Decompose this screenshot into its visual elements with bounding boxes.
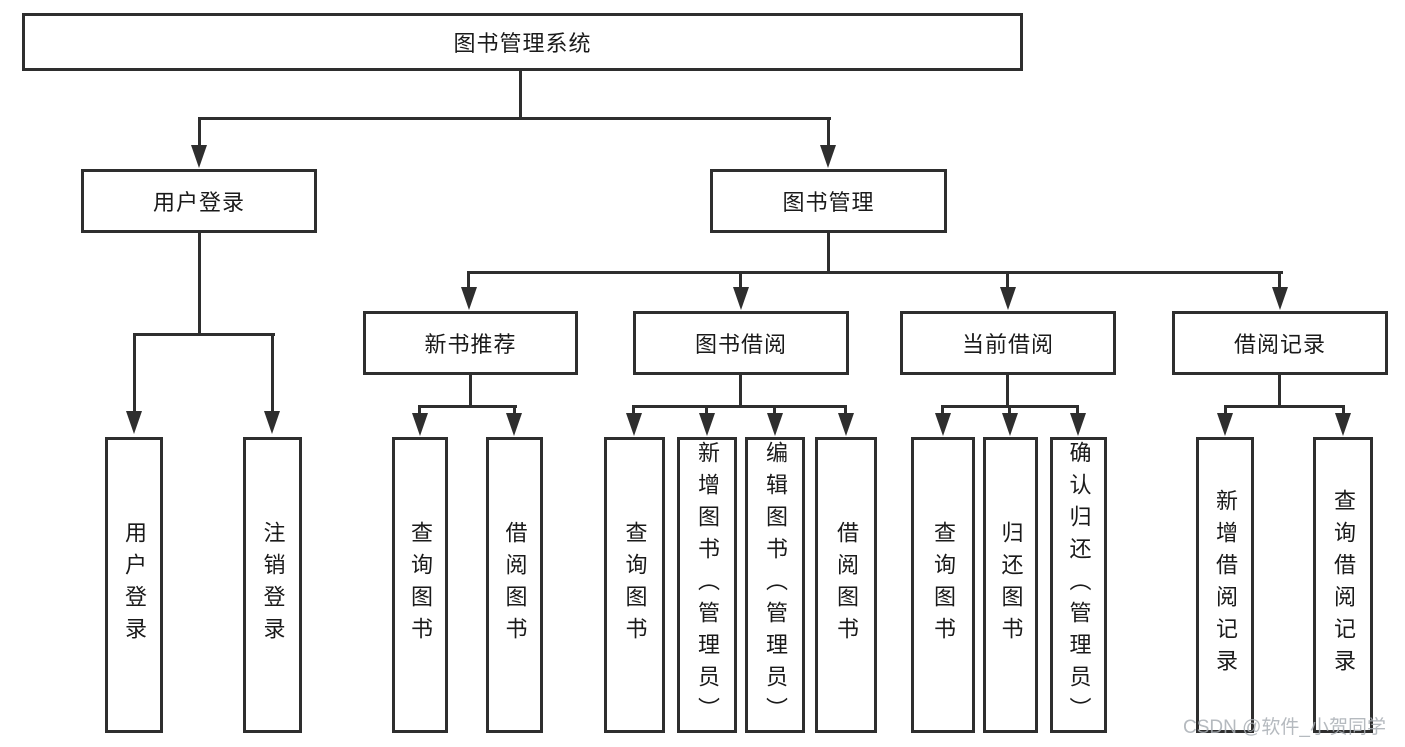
node-new-book-recommendation: 新书推荐: [363, 311, 578, 375]
connector-line: [941, 405, 944, 415]
csdn-watermark: CSDN @软件_小贺同学: [1183, 717, 1386, 738]
connector-line: [1278, 271, 1281, 287]
node-borrow-books: 借阅图书: [815, 437, 877, 733]
connector-line: [1006, 375, 1009, 407]
connector-line: [133, 333, 136, 411]
connector-line: [468, 271, 1283, 274]
node-user-login-leaf: 用户登录: [105, 437, 163, 733]
connector-line: [844, 405, 847, 415]
connector-line: [133, 333, 275, 336]
arrow-down-icon: [820, 145, 836, 168]
node-label: 用户登录: [122, 521, 147, 649]
arrow-down-icon: [461, 287, 477, 310]
node-query-books-current: 查询图书: [911, 437, 975, 733]
node-confirm-return-admin: 确认归还（管理员）: [1050, 437, 1107, 733]
node-label: 用户登录: [152, 190, 245, 215]
arrow-down-icon: [1217, 413, 1233, 436]
connector-line: [418, 405, 517, 408]
arrow-down-icon: [699, 413, 715, 436]
connector-line: [632, 405, 635, 415]
connector-line: [705, 405, 708, 415]
connector-line: [467, 271, 470, 287]
node-query-books-recommend: 查询图书: [392, 437, 448, 733]
connector-line: [1224, 405, 1227, 415]
connector-line: [1076, 405, 1079, 415]
node-book-management: 图书管理: [710, 169, 947, 233]
arrow-down-icon: [767, 413, 783, 436]
connector-line: [1224, 405, 1345, 408]
node-return-book: 归还图书: [983, 437, 1038, 733]
arrow-down-icon: [1000, 287, 1016, 310]
node-label: 注销登录: [260, 521, 286, 649]
arrow-down-icon: [126, 411, 142, 434]
node-user-login: 用户登录: [81, 169, 317, 233]
node-label: 查询图书: [408, 521, 433, 649]
node-label: 借阅图书: [834, 521, 859, 649]
node-book-management-system: 图书管理系统: [22, 13, 1023, 71]
node-add-book-admin: 新增图书（管理员）: [677, 437, 737, 733]
node-label: 图书管理: [782, 190, 875, 215]
connector-line: [198, 117, 201, 147]
connector-line: [1008, 405, 1011, 415]
node-query-borrow-record: 查询借阅记录: [1313, 437, 1373, 733]
connector-line: [739, 271, 742, 287]
arrow-down-icon: [626, 413, 642, 436]
connector-line: [1278, 375, 1281, 407]
connector-line: [773, 405, 776, 415]
node-book-borrowing: 图书借阅: [633, 311, 849, 375]
arrow-down-icon: [264, 411, 280, 434]
connector-line: [198, 233, 201, 335]
node-label: 新增图书（管理员）: [695, 441, 720, 729]
arrow-down-icon: [1002, 413, 1018, 436]
node-label: 当前借阅: [961, 332, 1054, 357]
connector-line: [513, 405, 516, 415]
connector-line: [271, 333, 274, 411]
node-label: 查询图书: [622, 521, 648, 649]
arrow-down-icon: [1335, 413, 1351, 436]
node-borrow-books-recommend: 借阅图书: [486, 437, 543, 733]
connector-line: [519, 71, 522, 119]
connector-line: [739, 375, 742, 407]
node-label: 新增借阅记录: [1213, 489, 1238, 681]
connector-line: [827, 117, 830, 147]
arrow-down-icon: [935, 413, 951, 436]
node-edit-book-admin: 编辑图书（管理员）: [745, 437, 805, 733]
connector-line: [418, 405, 421, 415]
connector-line: [469, 375, 472, 407]
node-add-borrow-record: 新增借阅记录: [1196, 437, 1254, 733]
connector-line: [1342, 405, 1345, 415]
node-label: 图书管理系统: [453, 31, 592, 56]
connector-line: [827, 233, 830, 273]
node-current-borrowing: 当前借阅: [900, 311, 1116, 375]
node-logout: 注销登录: [243, 437, 302, 733]
node-label: 借阅图书: [502, 521, 528, 649]
arrow-down-icon: [191, 145, 207, 168]
node-label: 新书推荐: [424, 332, 517, 357]
node-label: 编辑图书（管理员）: [763, 441, 788, 729]
node-label: 归还图书: [998, 521, 1024, 649]
connector-line: [632, 405, 847, 408]
node-label: 借阅记录: [1233, 332, 1326, 357]
arrow-down-icon: [838, 413, 854, 436]
node-query-books-borrowing: 查询图书: [604, 437, 665, 733]
node-label: 查询图书: [931, 521, 956, 649]
arrow-down-icon: [733, 287, 749, 310]
node-borrowing-records: 借阅记录: [1172, 311, 1388, 375]
node-label: 查询借阅记录: [1331, 489, 1356, 681]
node-label: 确认归还（管理员）: [1066, 441, 1092, 729]
arrow-down-icon: [1070, 413, 1086, 436]
arrow-down-icon: [412, 413, 428, 436]
connector-line: [1006, 271, 1009, 287]
connector-line: [198, 117, 831, 120]
node-label: 图书借阅: [694, 332, 787, 357]
arrow-down-icon: [506, 413, 522, 436]
arrow-down-icon: [1272, 287, 1288, 310]
